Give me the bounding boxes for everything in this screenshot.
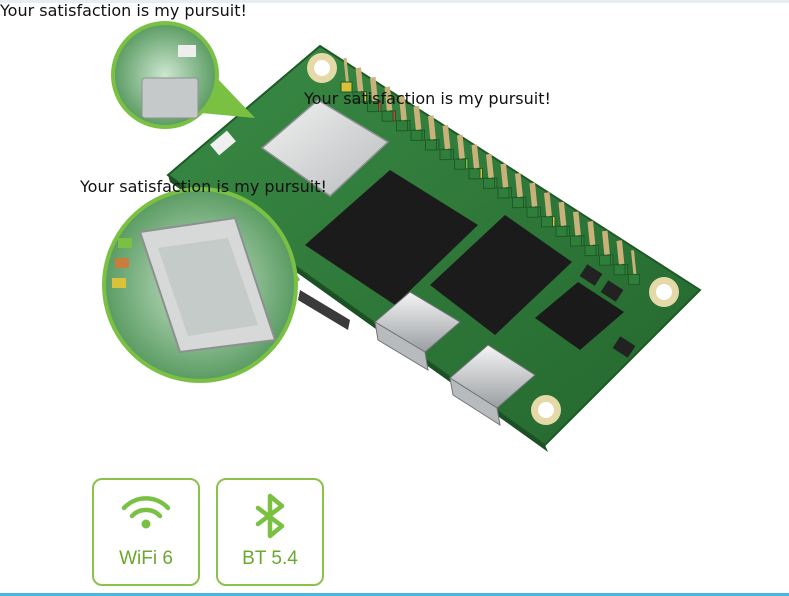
bluetooth-icon [255, 493, 285, 539]
gpio-pin-base [439, 149, 452, 161]
gpio-pin-base [425, 139, 437, 151]
gpio-pin-base [613, 264, 626, 276]
overlay-text-2: Your satisfaction is my pursuit! [304, 89, 551, 108]
gpio-header [340, 57, 640, 285]
overlay-text-3: Your satisfaction is my pursuit! [80, 177, 327, 196]
gpio-pin-base [555, 225, 568, 237]
gpio-pin-base [599, 254, 611, 266]
gpio-pin-base [367, 101, 379, 113]
bottom-edge [0, 593, 789, 596]
gpio-pin-base [396, 120, 408, 132]
gpio-pin-base [570, 235, 582, 247]
wifi-badge-label: WiFi 6 [119, 548, 173, 569]
gpio-pin-base [512, 197, 524, 209]
gpio-pin-base [340, 81, 353, 93]
gpio-pin-base [526, 206, 539, 218]
overlay-text-1: Your satisfaction is my pursuit! [0, 1, 247, 20]
gpio-pin-base [541, 216, 553, 228]
wifi-module [260, 99, 390, 197]
gpio-pin-base [584, 245, 597, 257]
gpio-pin-base [352, 91, 365, 103]
wifi-icon [121, 496, 171, 529]
soc-chip [305, 170, 478, 305]
gpio-pin-base [410, 129, 423, 141]
bluetooth-badge-label: BT 5.4 [242, 548, 298, 569]
bluetooth-badge: BT 5.4 [216, 478, 324, 586]
gpio-pin-base [468, 168, 481, 180]
gpio-pin-base [497, 187, 510, 199]
gpio-pin-base [381, 110, 394, 122]
top-edge [0, 0, 789, 3]
gpio-pin-base [483, 177, 495, 189]
gpio-pin-base [454, 158, 466, 170]
usb-c-port-1 [374, 291, 461, 371]
usb-c-port-2 [449, 344, 536, 427]
wifi-badge: WiFi 6 [92, 478, 200, 586]
gpio-pin-base [628, 273, 640, 285]
ram-chip [430, 215, 572, 335]
